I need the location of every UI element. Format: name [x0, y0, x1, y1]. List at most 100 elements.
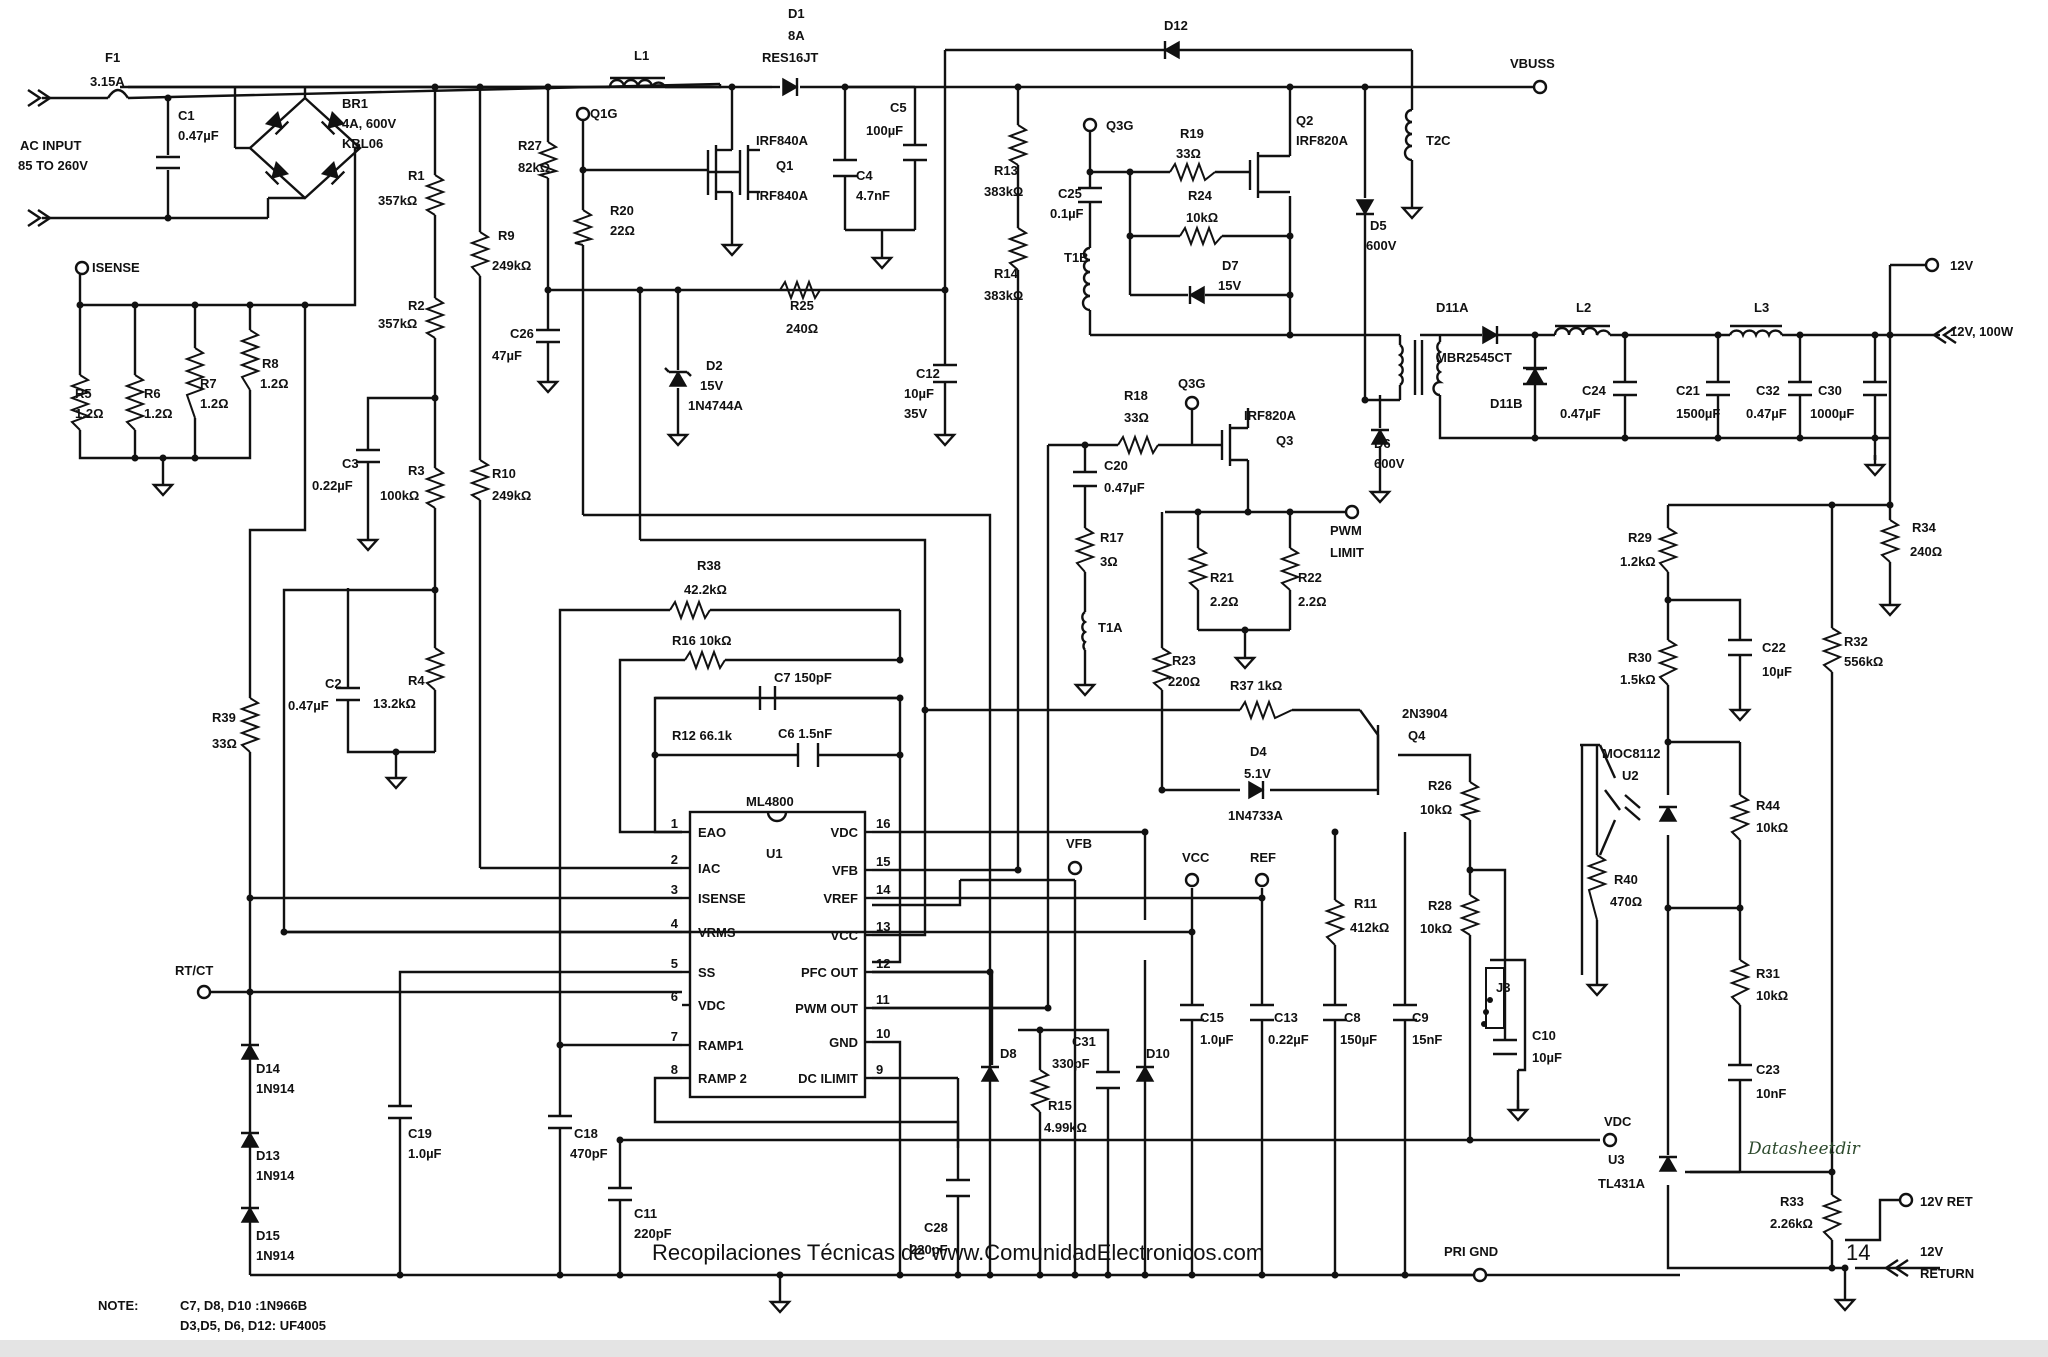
label-c3: C3: [342, 456, 359, 471]
label-r32: R32: [1844, 634, 1868, 649]
label-vcc: VCC: [1182, 850, 1210, 865]
pin-name-right: DC ILIMIT: [798, 1071, 858, 1086]
label-t2c: T2C: [1426, 133, 1451, 148]
footer-credit: Recopilaciones Técnicas de www.Comunidad…: [652, 1240, 1264, 1265]
label-c1v: 0.47µF: [178, 128, 219, 143]
label-c28: C28: [924, 1220, 948, 1235]
label-c25: C25: [1058, 186, 1082, 201]
label-r22: R22: [1298, 570, 1322, 585]
label-r19: R19: [1180, 126, 1204, 141]
label-r40: R40: [1614, 872, 1638, 887]
label-r11: R11: [1354, 896, 1377, 911]
label-r25v: 240Ω: [786, 321, 818, 336]
label-r34: R34: [1912, 520, 1937, 535]
label-r18: R18: [1124, 388, 1148, 403]
label-q4a: 2N3904: [1402, 706, 1448, 721]
label-acin1: AC INPUT: [20, 138, 81, 153]
pin-number-right: 10: [876, 1026, 890, 1041]
label-c3v: 0.22µF: [312, 478, 353, 493]
pin-name-right: VFB: [832, 863, 858, 878]
label-c11: C11: [634, 1206, 657, 1221]
label-d11b: D11B: [1490, 396, 1523, 411]
components: [27, 39, 1957, 1314]
label-c7: C7 150pF: [774, 670, 832, 685]
label-d15: D15: [256, 1228, 280, 1243]
pin-number-right: 16: [876, 816, 890, 831]
label-c12a: 10µF: [904, 386, 934, 401]
label-c9v: 15nF: [1412, 1032, 1442, 1047]
label-r33v: 2.26kΩ: [1770, 1216, 1813, 1231]
label-c26: C26: [510, 326, 534, 341]
label-r3: R3: [408, 463, 425, 478]
label-q3gb: Q3G: [1178, 376, 1205, 391]
label-c12b: 35V: [904, 406, 927, 421]
pin-number-right: 13: [876, 919, 890, 934]
label-c10v: 10µF: [1532, 1050, 1562, 1065]
label-c21v: 1500µF: [1676, 406, 1720, 421]
label-r34v: 240Ω: [1910, 544, 1942, 559]
label-d4: D4: [1250, 744, 1267, 759]
label-note: NOTE:: [98, 1298, 138, 1313]
label-r32v: 556kΩ: [1844, 654, 1883, 669]
label-note2: D3,D5, D6, D12: UF4005: [180, 1318, 326, 1333]
label-c19: C19: [408, 1126, 432, 1141]
label-d14v: 1N914: [256, 1081, 295, 1096]
pin-number-right: 12: [876, 956, 890, 971]
label-c20: C20: [1104, 458, 1128, 473]
label-c19v: 1.0µF: [408, 1146, 442, 1161]
label-r13: R13: [994, 163, 1018, 178]
label-d6v: 600V: [1374, 456, 1405, 471]
label-r12: R12 66.1k: [672, 728, 733, 743]
label-r44: R44: [1756, 798, 1781, 813]
label-d13: D13: [256, 1148, 280, 1163]
label-r6: R6: [144, 386, 161, 401]
label-d4a: 5.1V: [1244, 766, 1271, 781]
watermark: Datasheetdir: [1747, 1139, 1861, 1159]
label-r31v: 10kΩ: [1756, 988, 1788, 1003]
label-r29: R29: [1628, 530, 1652, 545]
bottom-bar: [0, 1340, 2048, 1357]
label-q3g: Q3G: [1106, 118, 1133, 133]
pin-name-left: RAMP1: [698, 1038, 744, 1053]
label-c25v: 0.1µF: [1050, 206, 1084, 221]
label-c10: C10: [1532, 1028, 1556, 1043]
label-pwm1: PWM: [1330, 523, 1362, 538]
label-r29v: 1.2kΩ: [1620, 554, 1656, 569]
label-q3b: Q3: [1276, 433, 1293, 448]
label-r24v: 10kΩ: [1186, 210, 1218, 225]
label-r5a: R5: [75, 386, 92, 401]
label-r25: R25: [790, 298, 814, 313]
label-r16: R16 10kΩ: [672, 633, 732, 648]
label-r38v: 42.2kΩ: [684, 582, 727, 597]
pin-number-right: 9: [876, 1062, 883, 1077]
label-c26v: 47µF: [492, 348, 522, 363]
label-r9v: 249kΩ: [492, 258, 531, 273]
label-r26v: 10kΩ: [1420, 802, 1452, 817]
label-r18v: 33Ω: [1124, 410, 1149, 425]
label-r28v: 10kΩ: [1420, 921, 1452, 936]
label-d14: D14: [256, 1061, 281, 1076]
pin-number-left: 7: [671, 1029, 678, 1044]
label-r19v: 33Ω: [1176, 146, 1201, 161]
label-ref: REF: [1250, 850, 1276, 865]
pin-name-left: IAC: [698, 861, 721, 876]
label-c8v: 150µF: [1340, 1032, 1377, 1047]
pin-name-right: PFC OUT: [801, 965, 858, 980]
label-q4b: Q4: [1408, 728, 1426, 743]
label-c30v: 1000µF: [1810, 406, 1854, 421]
label-c4: C4: [856, 168, 873, 183]
page-number: 14: [1846, 1240, 1870, 1265]
label-r7v: 1.2Ω: [200, 396, 229, 411]
label-c22: C22: [1762, 640, 1786, 655]
label-t1a: T1A: [1098, 620, 1123, 635]
label-c9: C9: [1412, 1010, 1429, 1025]
label-r11v: 412kΩ: [1350, 920, 1389, 935]
label-c28v: 220pF: [910, 1242, 948, 1257]
label-r17v: 3Ω: [1100, 554, 1118, 569]
label-q1g: Q1G: [590, 106, 617, 121]
label-c1: C1: [178, 108, 195, 123]
pin-number-left: 2: [671, 852, 678, 867]
